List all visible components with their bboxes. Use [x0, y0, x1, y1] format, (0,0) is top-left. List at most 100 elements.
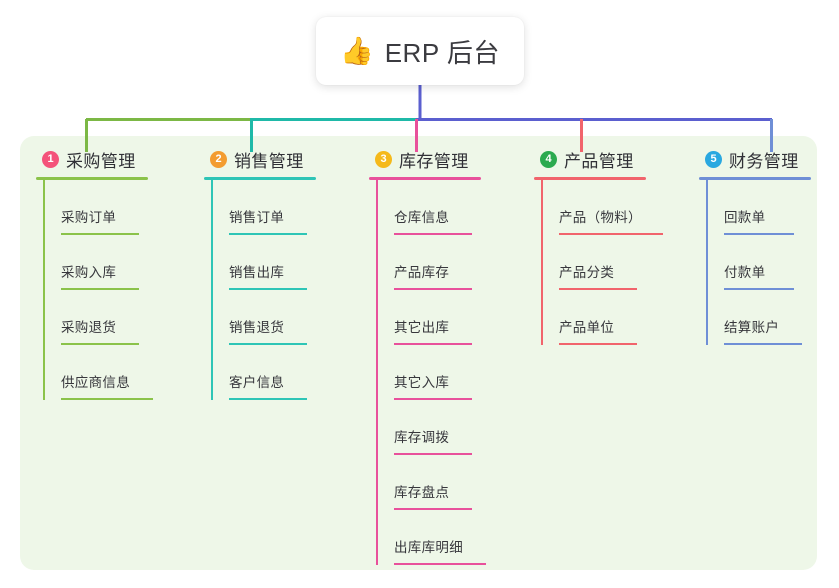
branch-item-label: 其它出库 [394, 320, 450, 335]
branch-item[interactable]: 销售出库 [229, 235, 316, 290]
branch-title: 销售管理 [234, 151, 304, 171]
branch-item-label: 仓库信息 [394, 210, 450, 225]
branch-index-badge: 4 [540, 150, 557, 168]
branch-title: 产品管理 [564, 151, 634, 171]
branch-item[interactable]: 采购退货 [61, 290, 148, 345]
branch-item[interactable]: 销售退货 [229, 290, 316, 345]
branch-header-rule [699, 177, 811, 180]
branch-item[interactable]: 销售订单 [229, 180, 316, 235]
root-node[interactable]: 👍 ERP 后台 [316, 17, 524, 85]
branch-item[interactable]: 产品库存 [394, 235, 481, 290]
branch-item-rule [559, 288, 637, 290]
branch-items: 产品（物料） 产品分类产品单位 [541, 180, 663, 345]
branch-header-rule [534, 177, 646, 180]
branch-header[interactable]: 2 销售管理 [204, 146, 316, 172]
branch-item-rule [61, 233, 139, 235]
branch-item-rule [61, 343, 139, 345]
branch-index-badge: 5 [705, 150, 722, 168]
branch-item-rule [229, 398, 307, 400]
branch-item-rule [394, 343, 472, 345]
branch-item-label: 采购订单 [61, 210, 117, 225]
branch-item[interactable]: 其它入库 [394, 345, 481, 400]
branch-item-label: 库存盘点 [394, 485, 450, 500]
branch-item[interactable]: 结算账户 [724, 290, 811, 345]
branch-spine [211, 180, 213, 400]
branch-item-label: 产品（物料） [559, 210, 642, 225]
branch-item-rule [61, 398, 153, 400]
branch-item-label: 销售退货 [229, 320, 285, 335]
branch-item[interactable]: 产品分类 [559, 235, 646, 290]
branch-items: 仓库信息产品库存其它出库其它入库库存调拨库存盘点出库库明细 [376, 180, 486, 565]
branch-item-rule [229, 288, 307, 290]
branch-item-label: 出库库明细 [394, 540, 463, 555]
branch-item[interactable]: 库存盘点 [394, 455, 481, 510]
branch-item-label: 库存调拨 [394, 430, 450, 445]
branch-item-rule [394, 453, 472, 455]
branch-item-label: 产品分类 [559, 265, 615, 280]
branch-items: 采购订单采购入库采购退货供应商信息 [43, 180, 153, 400]
branch-item-rule [724, 233, 794, 235]
branch-item-label: 产品库存 [394, 265, 450, 280]
branch-header[interactable]: 5 财务管理 [699, 146, 811, 172]
branch-header-rule [204, 177, 316, 180]
branch-item-label: 回款单 [724, 210, 766, 225]
branch-column: 2 销售管理销售订单销售出库销售退货客户信息 [204, 146, 316, 400]
branch-item-rule [229, 233, 307, 235]
branch-item[interactable]: 客户信息 [229, 345, 316, 400]
branch-item[interactable]: 出库库明细 [394, 510, 486, 565]
branch-header-rule [36, 177, 148, 180]
branch-index-badge: 1 [42, 150, 59, 168]
branch-items: 销售订单销售出库销售退货客户信息 [211, 180, 316, 400]
branch-item-rule [394, 233, 472, 235]
branch-item-label: 客户信息 [229, 375, 285, 390]
branch-item[interactable]: 其它出库 [394, 290, 481, 345]
branch-item-label: 其它入库 [394, 375, 450, 390]
branch-item-rule [724, 343, 802, 345]
branch-item-rule [394, 508, 472, 510]
branch-item[interactable]: 产品单位 [559, 290, 646, 345]
branch-column: 3 库存管理仓库信息产品库存其它出库其它入库库存调拨库存盘点出库库明细 [369, 146, 486, 565]
branch-item[interactable]: 仓库信息 [394, 180, 481, 235]
branch-header[interactable]: 4 产品管理 [534, 146, 646, 172]
branch-title: 财务管理 [729, 151, 799, 171]
branch-column: 4 产品管理产品（物料） 产品分类产品单位 [534, 146, 663, 345]
branch-header[interactable]: 3 库存管理 [369, 146, 481, 172]
branch-item[interactable]: 库存调拨 [394, 400, 481, 455]
branch-item[interactable]: 采购入库 [61, 235, 148, 290]
branch-item[interactable]: 采购订单 [61, 180, 148, 235]
branch-item[interactable]: 供应商信息 [61, 345, 153, 400]
thumbs-up-icon: 👍 [340, 35, 374, 66]
branch-item-label: 采购入库 [61, 265, 117, 280]
branch-header[interactable]: 1 采购管理 [36, 146, 148, 172]
branch-item-rule [394, 288, 472, 290]
branch-title: 库存管理 [399, 151, 469, 171]
branch-item-rule [724, 288, 794, 290]
branch-item[interactable]: 付款单 [724, 235, 811, 290]
branch-index-badge: 3 [375, 150, 392, 168]
branch-item-label: 销售出库 [229, 265, 285, 280]
branch-column: 5 财务管理回款单付款单结算账户 [699, 146, 811, 345]
branch-item-rule [229, 343, 307, 345]
branch-item-label: 销售订单 [229, 210, 285, 225]
branch-item-rule [394, 563, 486, 565]
branch-item-rule [394, 398, 472, 400]
branch-item-label: 供应商信息 [61, 375, 130, 390]
branches-panel [20, 136, 817, 570]
branch-spine [541, 180, 543, 345]
branch-item-label: 产品单位 [559, 320, 615, 335]
branch-item-rule [559, 343, 637, 345]
branch-header-rule [369, 177, 481, 180]
branch-spine [376, 180, 378, 565]
branch-title: 采购管理 [66, 151, 136, 171]
branch-item[interactable]: 产品（物料） [559, 180, 663, 235]
branch-item-label: 付款单 [724, 265, 766, 280]
branch-item[interactable]: 回款单 [724, 180, 811, 235]
branch-item-label: 采购退货 [61, 320, 117, 335]
branch-item-label: 结算账户 [724, 320, 780, 335]
root-title: ERP 后台 [384, 37, 500, 68]
branch-item-rule [61, 288, 139, 290]
branch-spine [43, 180, 45, 400]
branch-index-badge: 2 [210, 150, 227, 168]
branch-spine [706, 180, 708, 345]
